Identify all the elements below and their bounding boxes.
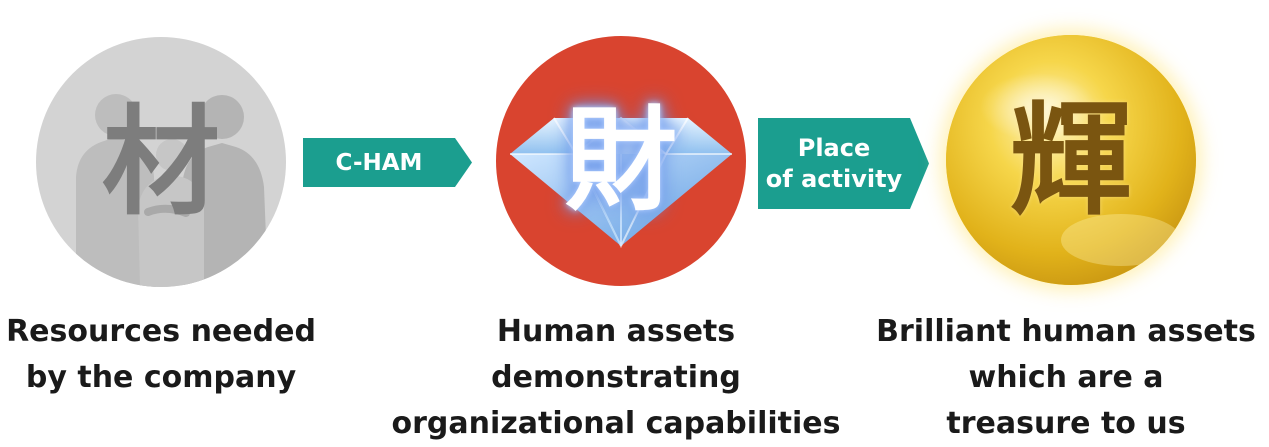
golden-orb-icon	[946, 35, 1196, 285]
caption-line: by the company	[25, 360, 297, 395]
arrow-c-ham: C-HAM	[303, 138, 472, 187]
assets-circle: 財	[496, 36, 746, 286]
caption-line: which are a	[968, 360, 1164, 395]
caption-line: Brilliant human assets	[876, 314, 1256, 349]
brilliance-circle: 輝	[946, 35, 1196, 285]
caption-line: organizational capabilities	[391, 406, 841, 441]
caption-human-assets: Human assets demonstrating organizationa…	[371, 309, 861, 447]
kanji-zai-material: 材	[101, 92, 220, 231]
caption-line: treasure to us	[946, 406, 1186, 441]
resources-circle: 材	[36, 37, 286, 287]
caption-brilliant-assets: Brilliant human assets which are a treas…	[863, 309, 1269, 447]
caption-resources: Resources needed by the company	[0, 309, 322, 401]
business-people-silhouette-icon	[76, 94, 268, 287]
arrow-place-of-activity-label: Place of activity	[765, 133, 903, 193]
arrow-place-of-activity: Place of activity	[758, 118, 929, 209]
caption-line: Resources needed	[6, 314, 316, 349]
caption-line: demonstrating	[491, 360, 741, 395]
arrow-right-icon	[303, 138, 472, 187]
arrow-c-ham-label: C-HAM	[335, 149, 423, 176]
arrow-right-icon	[758, 118, 929, 209]
caption-line: Human assets	[496, 314, 736, 349]
kanji-ki-brilliance: 輝	[1010, 88, 1132, 232]
kanji-zai-wealth: 財	[565, 95, 677, 226]
diamond-icon	[510, 116, 732, 249]
